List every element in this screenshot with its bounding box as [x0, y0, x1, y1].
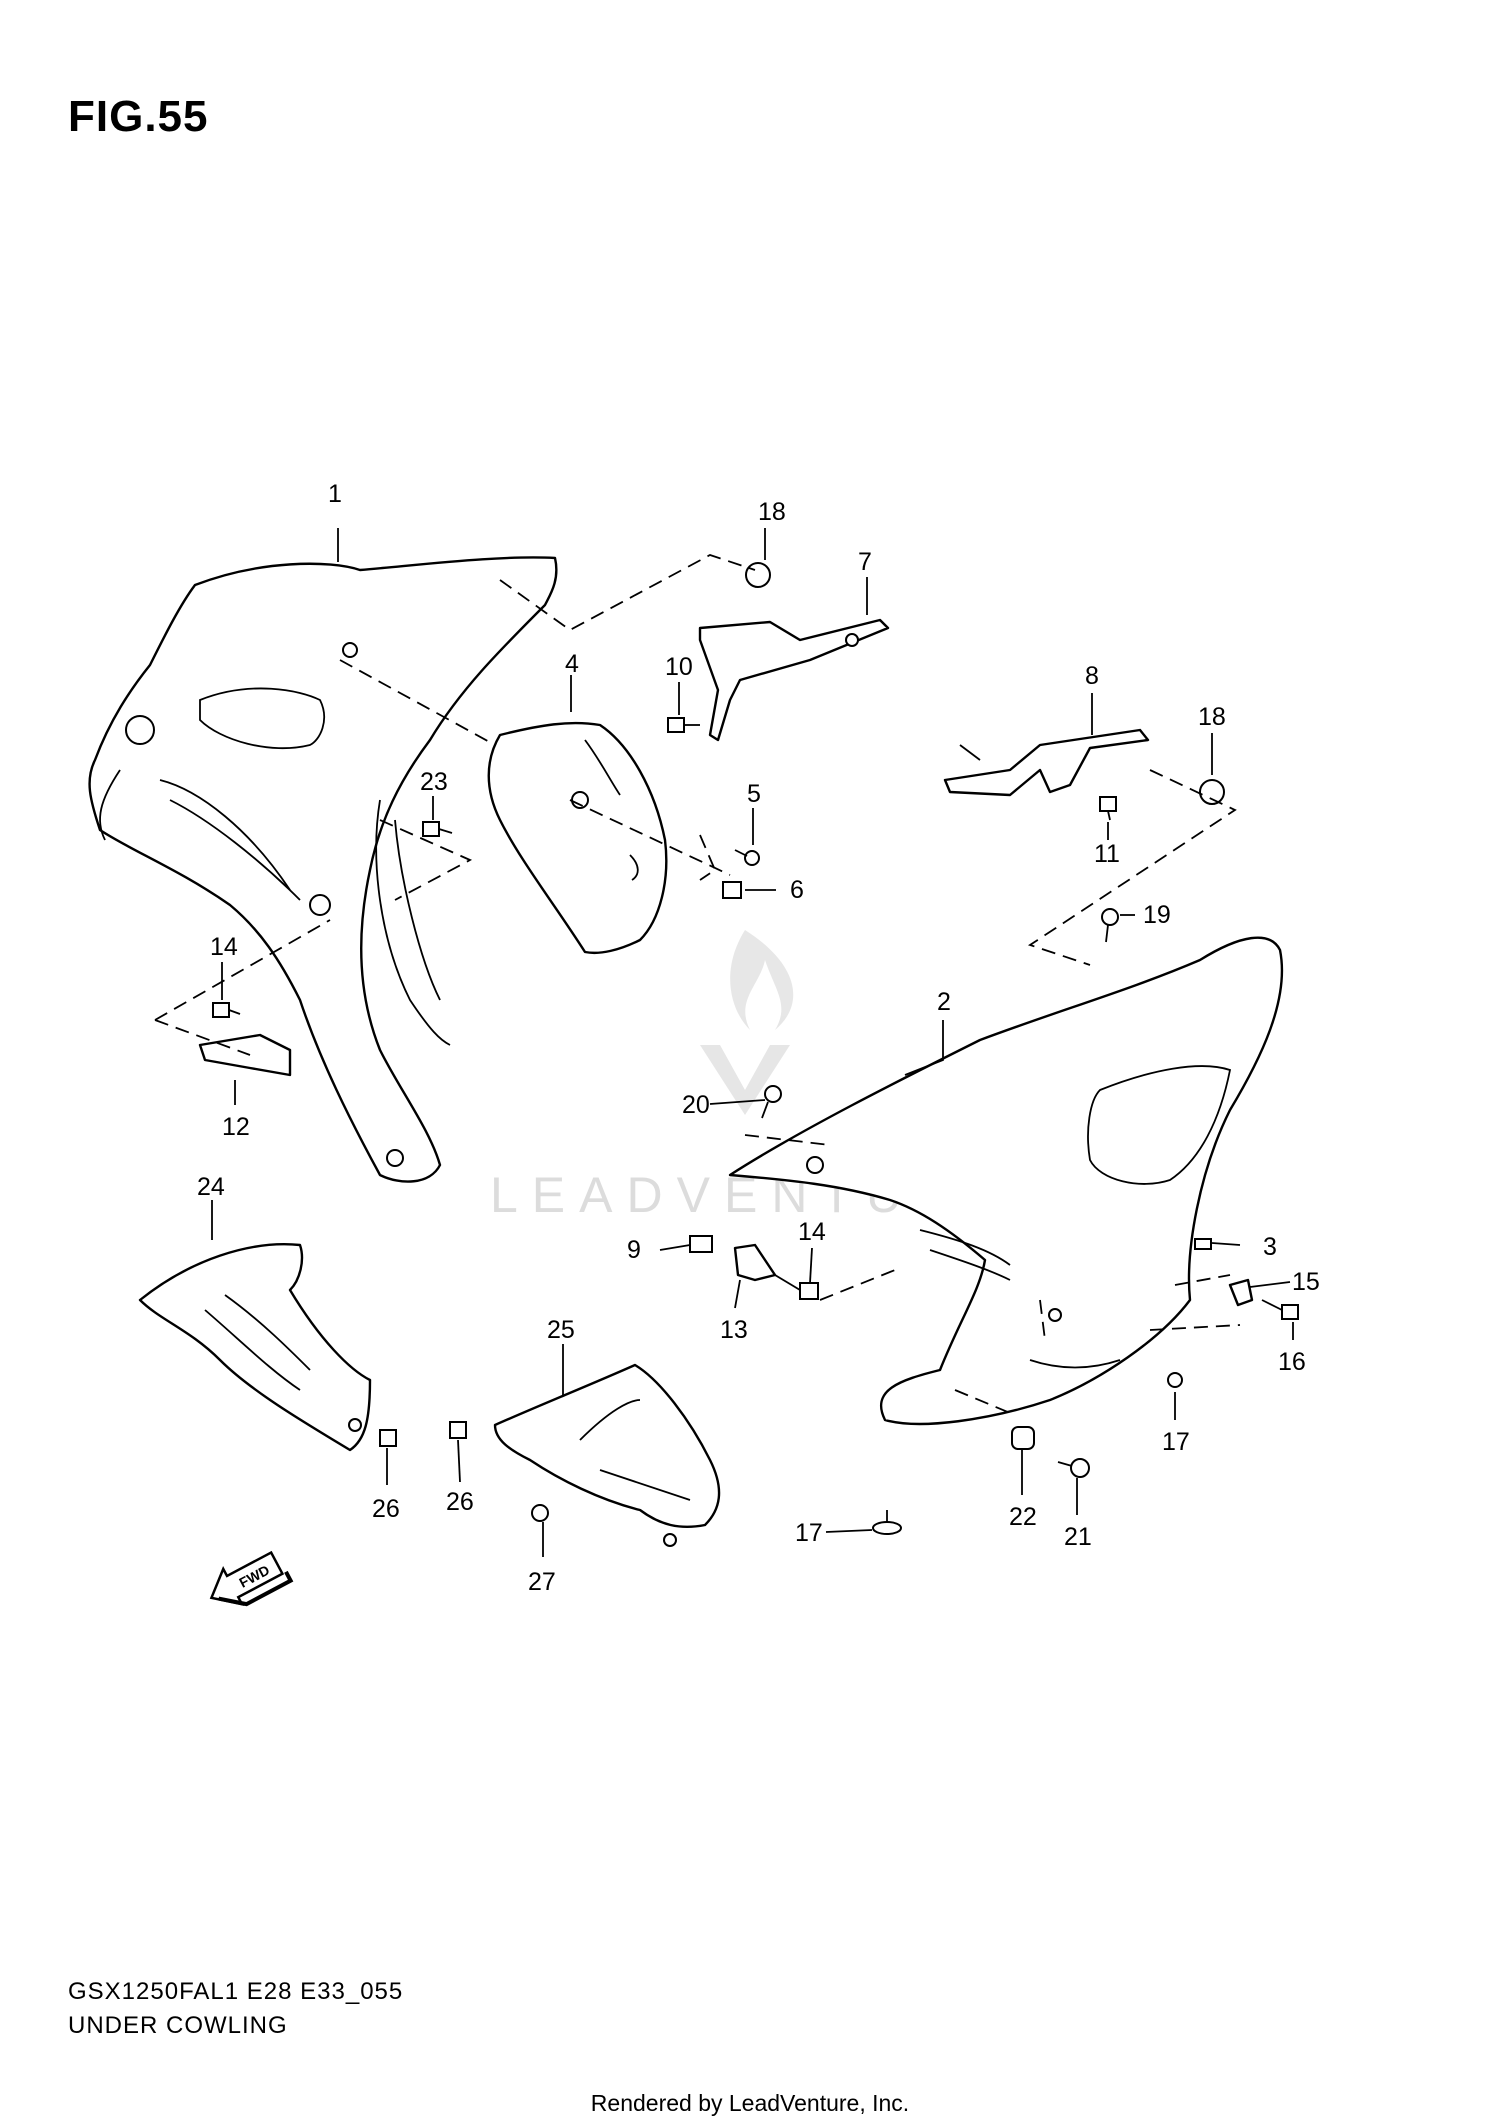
part-13-bracket[interactable] [733, 1243, 777, 1282]
fwd-arrow-icon: FWD [209, 1550, 294, 1607]
part-2-cowling-right[interactable] [728, 936, 1284, 1426]
part-12-bracket[interactable] [198, 1033, 292, 1077]
part-26-nut-2[interactable] [449, 1421, 467, 1439]
part-17-fastener[interactable] [1167, 1372, 1183, 1388]
callout-9: 9 [627, 1236, 641, 1264]
part-11-bolt[interactable] [1099, 796, 1117, 812]
callout-19: 19 [1143, 901, 1171, 929]
callout-7: 7 [858, 548, 872, 576]
rendered-by-credit: Rendered by LeadVenture, Inc. [590, 2090, 910, 2116]
callout-26-2: 26 [446, 1488, 474, 1516]
callout-13: 13 [720, 1316, 748, 1344]
callout-22: 22 [1009, 1503, 1037, 1531]
callout-23: 23 [420, 768, 448, 796]
part-4-inner-panel[interactable] [487, 721, 668, 954]
part-27-screw[interactable] [531, 1504, 549, 1522]
assembly-lines [154, 554, 1241, 1416]
part-17-fastener-2[interactable] [872, 1521, 902, 1535]
callout-2: 2 [937, 988, 951, 1016]
callout-21: 21 [1064, 1523, 1092, 1551]
callout-27: 27 [528, 1568, 556, 1596]
part-25-lower-panel[interactable] [493, 1363, 721, 1547]
part-21-bolt[interactable] [1070, 1458, 1090, 1478]
part-22-grommet[interactable] [1011, 1426, 1035, 1450]
part-7-bracket[interactable] [698, 562, 890, 742]
callout-17: 17 [1162, 1428, 1190, 1456]
callout-26: 26 [372, 1495, 400, 1523]
callout-1: 1 [328, 480, 342, 508]
callout-14-2: 14 [798, 1218, 826, 1246]
callout-18: 18 [758, 498, 786, 526]
callout-3: 3 [1263, 1233, 1277, 1261]
callout-24: 24 [197, 1173, 225, 1201]
part-6-clip[interactable] [722, 881, 742, 899]
part-1-cowling-left[interactable] [88, 556, 558, 1183]
part-20-screw[interactable] [764, 1085, 782, 1103]
callout-6: 6 [790, 876, 804, 904]
part-9-clip[interactable] [689, 1235, 713, 1253]
callout-14: 14 [210, 933, 238, 961]
section-name: UNDER COWLING [68, 2012, 288, 2039]
part-14-bolt[interactable] [212, 1002, 230, 1018]
leader-lines [211, 528, 1294, 1557]
callout-labels: 1 2 3 4 5 6 7 8 9 10 11 12 13 14 14 15 1… [197, 480, 1320, 1596]
part-3-pin[interactable] [1194, 1238, 1212, 1250]
callout-17-2: 17 [795, 1519, 823, 1547]
part-23-bolt[interactable] [422, 821, 440, 837]
callout-20: 20 [682, 1091, 710, 1119]
part-5-screw[interactable] [744, 850, 760, 866]
model-code: GSX1250FAL1 E28 E33_055 [68, 1978, 404, 2005]
part-19-screw[interactable] [1101, 908, 1119, 926]
part-8-bracket[interactable] [943, 728, 1225, 805]
callout-10: 10 [665, 653, 693, 681]
callout-5: 5 [747, 780, 761, 808]
callout-18-2: 18 [1198, 703, 1226, 731]
figure-title: FIG.55 [68, 92, 209, 141]
part-16-bolt[interactable] [1281, 1304, 1299, 1320]
part-14-bolt-2[interactable] [799, 1282, 819, 1300]
callout-16: 16 [1278, 1348, 1306, 1376]
part-15-clip[interactable] [1228, 1278, 1254, 1307]
callout-11: 11 [1094, 840, 1120, 868]
callout-4: 4 [565, 650, 579, 678]
callout-15: 15 [1292, 1268, 1320, 1296]
part-26-nut[interactable] [379, 1429, 397, 1447]
part-24-lower-panel[interactable] [138, 1243, 372, 1452]
part-10-bolt[interactable] [667, 717, 685, 733]
callout-25: 25 [547, 1316, 575, 1344]
callout-8: 8 [1085, 662, 1099, 690]
callout-12: 12 [222, 1113, 250, 1141]
